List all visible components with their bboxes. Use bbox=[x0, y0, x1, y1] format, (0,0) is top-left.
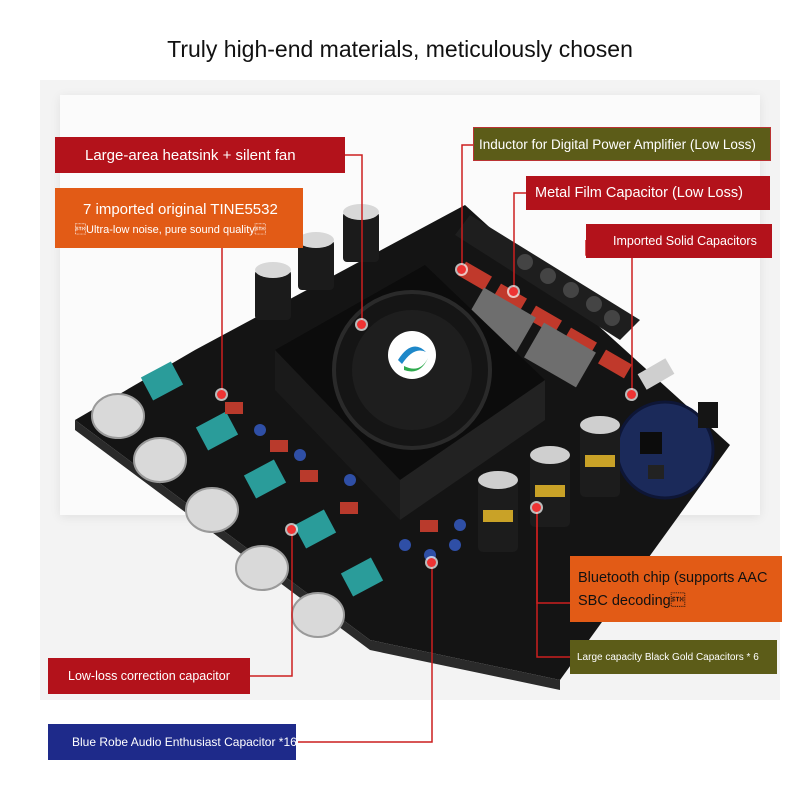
control-knobs bbox=[91, 361, 384, 638]
black-gold-callout: Large capacity Black Gold Capacitors * 6 bbox=[570, 640, 777, 674]
inductor-callout-text: Inductor for Digital Power Amplifier (Lo… bbox=[479, 136, 756, 152]
metal-film-callout-text: Metal Film Capacitor (Low Loss) bbox=[535, 185, 743, 201]
enthusiast-capacitor-callout: Blue Robe Audio Enthusiast Capacitor *16 bbox=[48, 724, 296, 760]
enthusiast-capacitor-marker bbox=[427, 558, 436, 567]
heatsink-callout-text: Large-area heatsink + silent fan bbox=[85, 146, 296, 164]
tine5532-title: 7 imported original TINE5532 bbox=[83, 200, 278, 218]
bluetooth-marker bbox=[532, 503, 541, 512]
heatsink-callout: Large-area heatsink + silent fan bbox=[55, 137, 345, 173]
correction-capacitor-callout: Low-loss correction capacitor bbox=[48, 658, 250, 694]
correction-capacitor-marker bbox=[287, 525, 296, 534]
solid-capacitors-callout-text: Imported Solid Capacitors bbox=[613, 234, 757, 248]
enthusiast-capacitor-callout-text: Blue Robe Audio Enthusiast Capacitor *16 bbox=[72, 735, 296, 749]
heatsink-marker bbox=[357, 320, 366, 329]
terminal-block bbox=[455, 215, 640, 340]
correction-capacitor-callout-text: Low-loss correction capacitor bbox=[68, 669, 230, 683]
tine5532-subtitle: Ultra-low noise, pure sound quality bbox=[75, 223, 266, 236]
metal-film-callout: Metal Film Capacitor (Low Loss) bbox=[526, 176, 770, 210]
inductor-callout: Inductor for Digital Power Amplifier (Lo… bbox=[473, 127, 771, 161]
inductor-marker bbox=[457, 265, 466, 274]
bluetooth-callout: Bluetooth chip (supports AAC SBC decodin… bbox=[570, 556, 782, 622]
tine5532-callout: 7 imported original TINE5532 Ultra-low … bbox=[55, 188, 303, 248]
solid-capacitors-callout: Imported Solid Capacitors bbox=[586, 224, 772, 258]
aux-port bbox=[698, 402, 718, 428]
inductor-row bbox=[458, 261, 632, 388]
small-components bbox=[225, 402, 466, 561]
page-title: Truly high-end materials, meticulously c… bbox=[167, 36, 633, 62]
top-capacitors bbox=[255, 204, 379, 320]
heatsink-fan bbox=[275, 265, 545, 520]
solid-capacitor-marker bbox=[627, 390, 636, 399]
metal-film-marker bbox=[509, 287, 518, 296]
tine5532-marker bbox=[217, 390, 226, 399]
black-gold-callout-text: Large capacity Black Gold Capacitors * 6 bbox=[577, 651, 759, 663]
bluetooth-callout-line1: Bluetooth chip (supports AAC bbox=[578, 569, 768, 586]
usb-port bbox=[637, 358, 675, 390]
bluetooth-callout-line2: SBC decoding bbox=[578, 592, 686, 609]
black-gold-capacitors bbox=[478, 416, 620, 552]
